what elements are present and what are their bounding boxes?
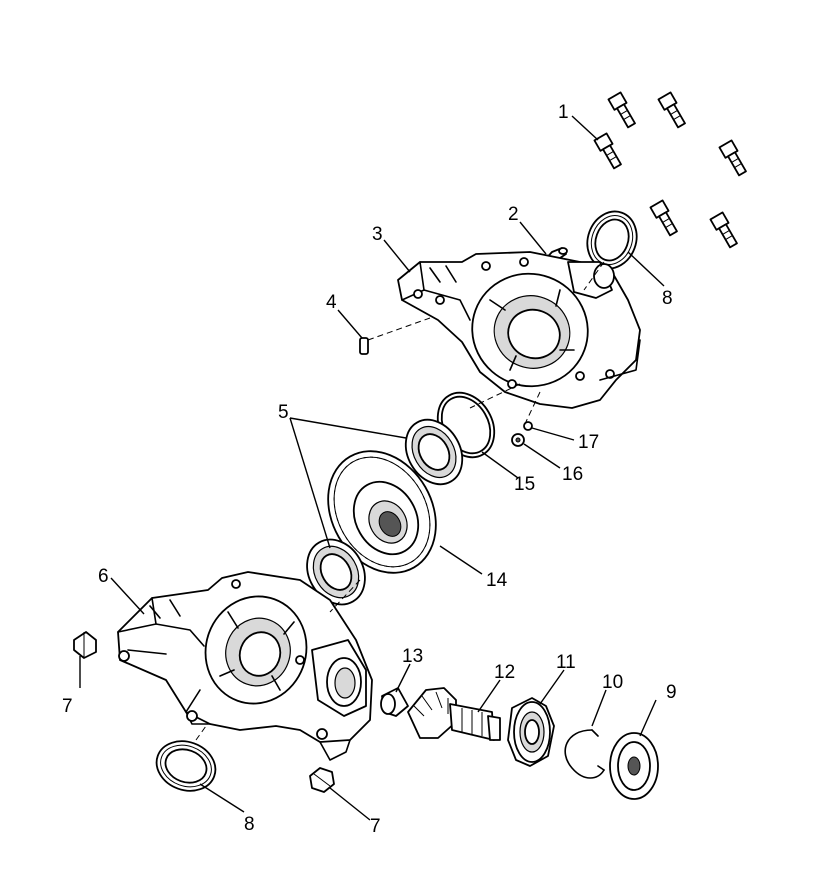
callout-14: 14 bbox=[486, 570, 508, 591]
drain-plug bbox=[511, 433, 525, 447]
bolt bbox=[718, 139, 747, 177]
callout-labels: 1 2 3 4 5 6 7 7 8 8 9 10 11 12 13 14 15 … bbox=[62, 102, 677, 837]
bolt bbox=[657, 91, 686, 129]
bolt bbox=[607, 91, 636, 129]
callout-16: 16 bbox=[562, 464, 583, 485]
bolt bbox=[709, 211, 738, 249]
callout-7-bottom: 7 bbox=[370, 816, 381, 837]
bolt bbox=[593, 132, 622, 170]
pinion-gear bbox=[407, 687, 501, 741]
needle-bearing bbox=[380, 687, 409, 717]
callout-5: 5 bbox=[278, 402, 289, 423]
output-seal bbox=[609, 732, 659, 800]
bearing-lower bbox=[306, 538, 366, 606]
sealing-washer bbox=[523, 421, 533, 431]
leader-lines bbox=[79, 115, 665, 821]
callout-11: 11 bbox=[556, 652, 576, 673]
ball-bearing bbox=[507, 697, 555, 767]
callout-9: 9 bbox=[666, 682, 677, 703]
callout-4: 4 bbox=[326, 292, 337, 313]
callout-3: 3 bbox=[372, 224, 383, 245]
bolt bbox=[649, 199, 678, 237]
drain-plug-bottom bbox=[309, 767, 335, 793]
callout-2: 2 bbox=[508, 204, 519, 225]
seal-lower bbox=[155, 740, 217, 792]
dowel-pin bbox=[359, 317, 431, 355]
callout-13: 13 bbox=[402, 646, 423, 667]
seal-upper bbox=[586, 210, 638, 270]
bolt-group bbox=[593, 91, 747, 249]
ring-gear bbox=[327, 450, 437, 574]
fill-plug bbox=[73, 631, 97, 659]
callout-8-lower: 8 bbox=[244, 814, 255, 835]
callout-17: 17 bbox=[578, 432, 599, 453]
callout-15: 15 bbox=[514, 474, 535, 495]
snap-ring bbox=[564, 729, 605, 779]
lower-housing bbox=[117, 571, 373, 761]
callout-10: 10 bbox=[602, 672, 623, 693]
callout-7-left: 7 bbox=[62, 696, 73, 717]
bearing-upper bbox=[404, 418, 464, 486]
callout-1: 1 bbox=[558, 102, 569, 123]
callout-8-upper: 8 bbox=[662, 288, 673, 309]
callout-6: 6 bbox=[98, 566, 109, 587]
callout-12: 12 bbox=[494, 662, 515, 683]
assembly-axis-lines bbox=[195, 261, 605, 741]
upper-housing-cover bbox=[397, 251, 641, 409]
